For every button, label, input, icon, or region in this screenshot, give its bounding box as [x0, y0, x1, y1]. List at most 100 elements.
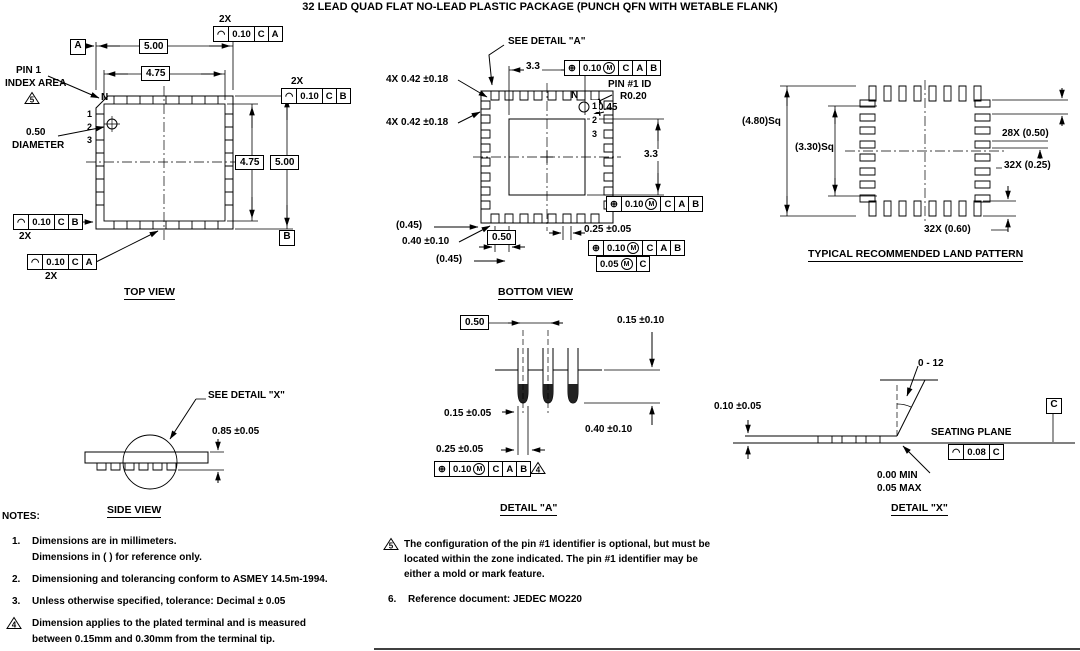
land-outer-size: (4.80)Sq: [742, 116, 781, 127]
position-symbol-icon: ⊕: [568, 62, 576, 74]
note-5-line2: located within the zone indicated. The p…: [404, 554, 698, 565]
land-pitch: 28X (0.50): [1000, 128, 1051, 140]
datum-a-box: A: [70, 39, 86, 55]
lead-pitch-dim: 0.50: [487, 230, 517, 245]
datum-b-box: B: [279, 230, 295, 246]
bottom-view-caption: BOTTOM VIEW: [498, 286, 574, 300]
land-pattern-caption: TYPICAL RECOMMENDED LAND PATTERN: [808, 248, 1024, 262]
land-pad-length: 32X (0.60): [922, 224, 973, 236]
note-4-line2: between 0.15mm and 0.30mm from the termi…: [32, 634, 275, 645]
pin1-id-label: PIN #1 ID: [608, 79, 652, 90]
pin1-radius-label: R0.20: [620, 91, 647, 102]
pin1-offset-dim: 0.45: [598, 102, 618, 113]
side-height-dim: 0.85 ±0.05: [212, 426, 260, 437]
detail-a-caption: DETAIL "A": [500, 502, 558, 516]
bottom2-qty-2x: 2X: [45, 271, 58, 282]
datum-c-box: C: [1046, 398, 1062, 414]
detail-a-tip-width: 0.15 ±0.05: [444, 408, 492, 419]
note-flag-4-icon: 4: [6, 616, 22, 630]
bottom-n-label: N: [571, 90, 579, 101]
detail-a-pitch: 0.50: [460, 315, 490, 330]
mmc-icon: M: [473, 463, 486, 475]
drawing-title: 32 LEAD QUAD FLAT NO-LEAD PLASTIC PACKAG…: [302, 1, 778, 13]
note-3-text: Unless otherwise specified, tolerance: D…: [32, 596, 286, 607]
side-view-drawing: [84, 398, 224, 490]
dim-width-outer: 5.00: [139, 39, 169, 54]
note-3-number: 3.: [12, 596, 21, 607]
detail-x-drawing: [733, 365, 1075, 474]
land-pad-width: 32X (0.25): [1002, 160, 1053, 172]
note-5-line1: The configuration of the pin #1 identifi…: [404, 539, 711, 550]
profile-symbol-icon: ◠: [31, 256, 40, 268]
note-1-line1: Dimensions are in millimeters.: [32, 536, 177, 547]
pin1-diameter-value: 0.50: [26, 127, 46, 138]
fcf-top-profile: ◠ 0.10 C A: [213, 26, 283, 42]
land-inner-size: (3.30)Sq: [795, 142, 834, 153]
fcf-bottom2-profile: ◠ 0.10 C A: [27, 254, 97, 270]
position-symbol-icon: ⊕: [610, 198, 618, 210]
detail-a-drawing: [489, 320, 660, 455]
side-view-caption: SIDE VIEW: [107, 504, 162, 518]
pin1-label: PIN 1: [16, 65, 42, 76]
svg-text:5: 5: [389, 542, 394, 551]
svg-text:4: 4: [536, 466, 541, 475]
edge-ref-bottom: (0.45): [436, 254, 463, 265]
mmc-icon: M: [620, 258, 633, 270]
fcf-seating-plane-profile: ◠ 0.08 C: [948, 444, 1004, 460]
top-pin-number-3: 3: [87, 135, 93, 145]
detail-a-lead-length: 0.40 ±0.10: [585, 424, 633, 435]
dim-width-inner: 4.75: [141, 66, 171, 81]
top-pin-number-1: 1: [87, 109, 93, 119]
profile-symbol-icon: ◠: [217, 28, 226, 40]
detail-a-lead-width: 0.25 ±0.05: [436, 444, 484, 455]
note-6-number: 6.: [388, 594, 397, 605]
fcf-right-profile: ◠ 0.10 C B: [281, 88, 351, 104]
mmc-icon: M: [627, 242, 640, 254]
note-6-text: Reference document: JEDEC MO220: [408, 594, 582, 605]
note-flag-4-icon: 4: [530, 461, 546, 475]
detail-a-standoff: 0.15 ±0.10: [617, 315, 665, 326]
fcf-bottom1-profile: ◠ 0.10 C B: [13, 214, 83, 230]
bottom-pin-number-2: 2: [590, 114, 600, 126]
lead-dim-top: 4X 0.42 ±0.18: [386, 74, 449, 85]
top-view-drawing: [47, 42, 293, 263]
see-detail-a-callout: SEE DETAIL "A": [508, 36, 586, 47]
note-2-number: 2.: [12, 574, 21, 585]
note-flag-5-icon: 5: [383, 537, 399, 551]
profile-symbol-icon: ◠: [952, 446, 961, 458]
position-symbol-icon: ⊕: [438, 463, 446, 475]
dim-height-inner: 4.75: [235, 155, 265, 170]
pin1-diameter-label: DIAMETER: [12, 140, 65, 151]
svg-text:5: 5: [30, 96, 35, 105]
profile-symbol-icon: ◠: [285, 90, 294, 102]
note-1-line2: Dimensions in ( ) for reference only.: [32, 552, 202, 563]
land-pattern-drawing: [780, 80, 1068, 232]
detail-x-angle: 0 - 12: [918, 358, 944, 369]
top-pin-number-2: 2: [87, 122, 93, 132]
note-5-line3: either a mold or mark feature.: [404, 569, 545, 580]
seating-plane-label: SEATING PLANE: [931, 427, 1012, 438]
top-qty-2x: 2X: [219, 14, 232, 25]
right-qty-2x: 2X: [291, 76, 304, 87]
note-1-number: 1.: [12, 536, 21, 547]
bottom-pin-number-1: 1: [590, 100, 600, 112]
profile-symbol-icon: ◠: [17, 216, 26, 228]
svg-text:4: 4: [12, 621, 17, 630]
detail-x-caption: DETAIL "X": [891, 502, 948, 516]
pad-height-dim: 3.3: [642, 149, 660, 161]
dim-height-outer: 5.00: [270, 155, 300, 170]
top-n-label: N: [101, 92, 109, 103]
coplanarity-min: 0.00 MIN: [877, 470, 918, 481]
pin1-index-area-label: INDEX AREA: [5, 78, 67, 89]
pad-width-dim: 3.3: [524, 61, 542, 73]
notes-heading: NOTES:: [2, 511, 40, 522]
see-detail-x-callout: SEE DETAIL "X": [208, 390, 285, 401]
detail-x-standoff: 0.10 ±0.05: [714, 401, 762, 412]
coplanarity-max: 0.05 MAX: [877, 483, 922, 494]
note-2-text: Dimensioning and tolerancing conform to …: [32, 574, 328, 585]
note-4-line1: Dimension applies to the plated terminal…: [32, 618, 306, 629]
